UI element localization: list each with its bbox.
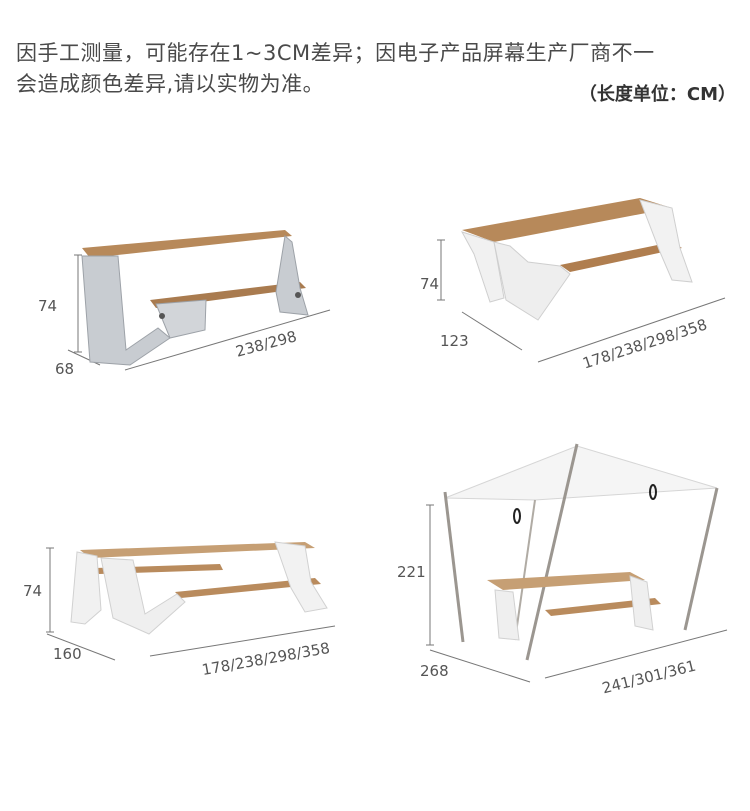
product-picnic-table-white: 74 123 178/238/298/358 <box>410 190 740 375</box>
table-with-canopy-illustration <box>426 443 728 683</box>
dim-depth: 123 <box>440 332 469 350</box>
measurement-note: 因手工测量，可能存在1~3CM差异；因电子产品屏幕生产厂商不一 会造成颜色差异,… <box>16 38 736 100</box>
dim-height: 221 <box>397 563 426 581</box>
unit-label: （长度单位：CM） <box>578 84 736 105</box>
dim-height: 74 <box>23 582 43 600</box>
bench-galvanized-illustration <box>67 230 331 371</box>
dim-depth: 268 <box>420 662 449 680</box>
dim-height: 74 <box>38 297 58 315</box>
product-table-white-benches: 74 160 178/238/298/358 <box>15 530 355 680</box>
product-bench-galvanized: 74 68 238/298 <box>30 220 360 390</box>
dim-depth: 68 <box>55 360 75 378</box>
note-line-2: 会造成颜色差异,请以实物为准。 <box>16 72 325 96</box>
table-white-benches-illustration <box>46 541 336 661</box>
picnic-table-white-illustration <box>437 198 726 363</box>
dim-depth: 160 <box>53 645 82 663</box>
product-table-with-canopy: 221 268 241/301/361 <box>395 440 740 697</box>
note-line-1: 因手工测量，可能存在1~3CM差异；因电子产品屏幕生产厂商不一 <box>16 41 655 65</box>
dim-height: 74 <box>420 275 440 293</box>
